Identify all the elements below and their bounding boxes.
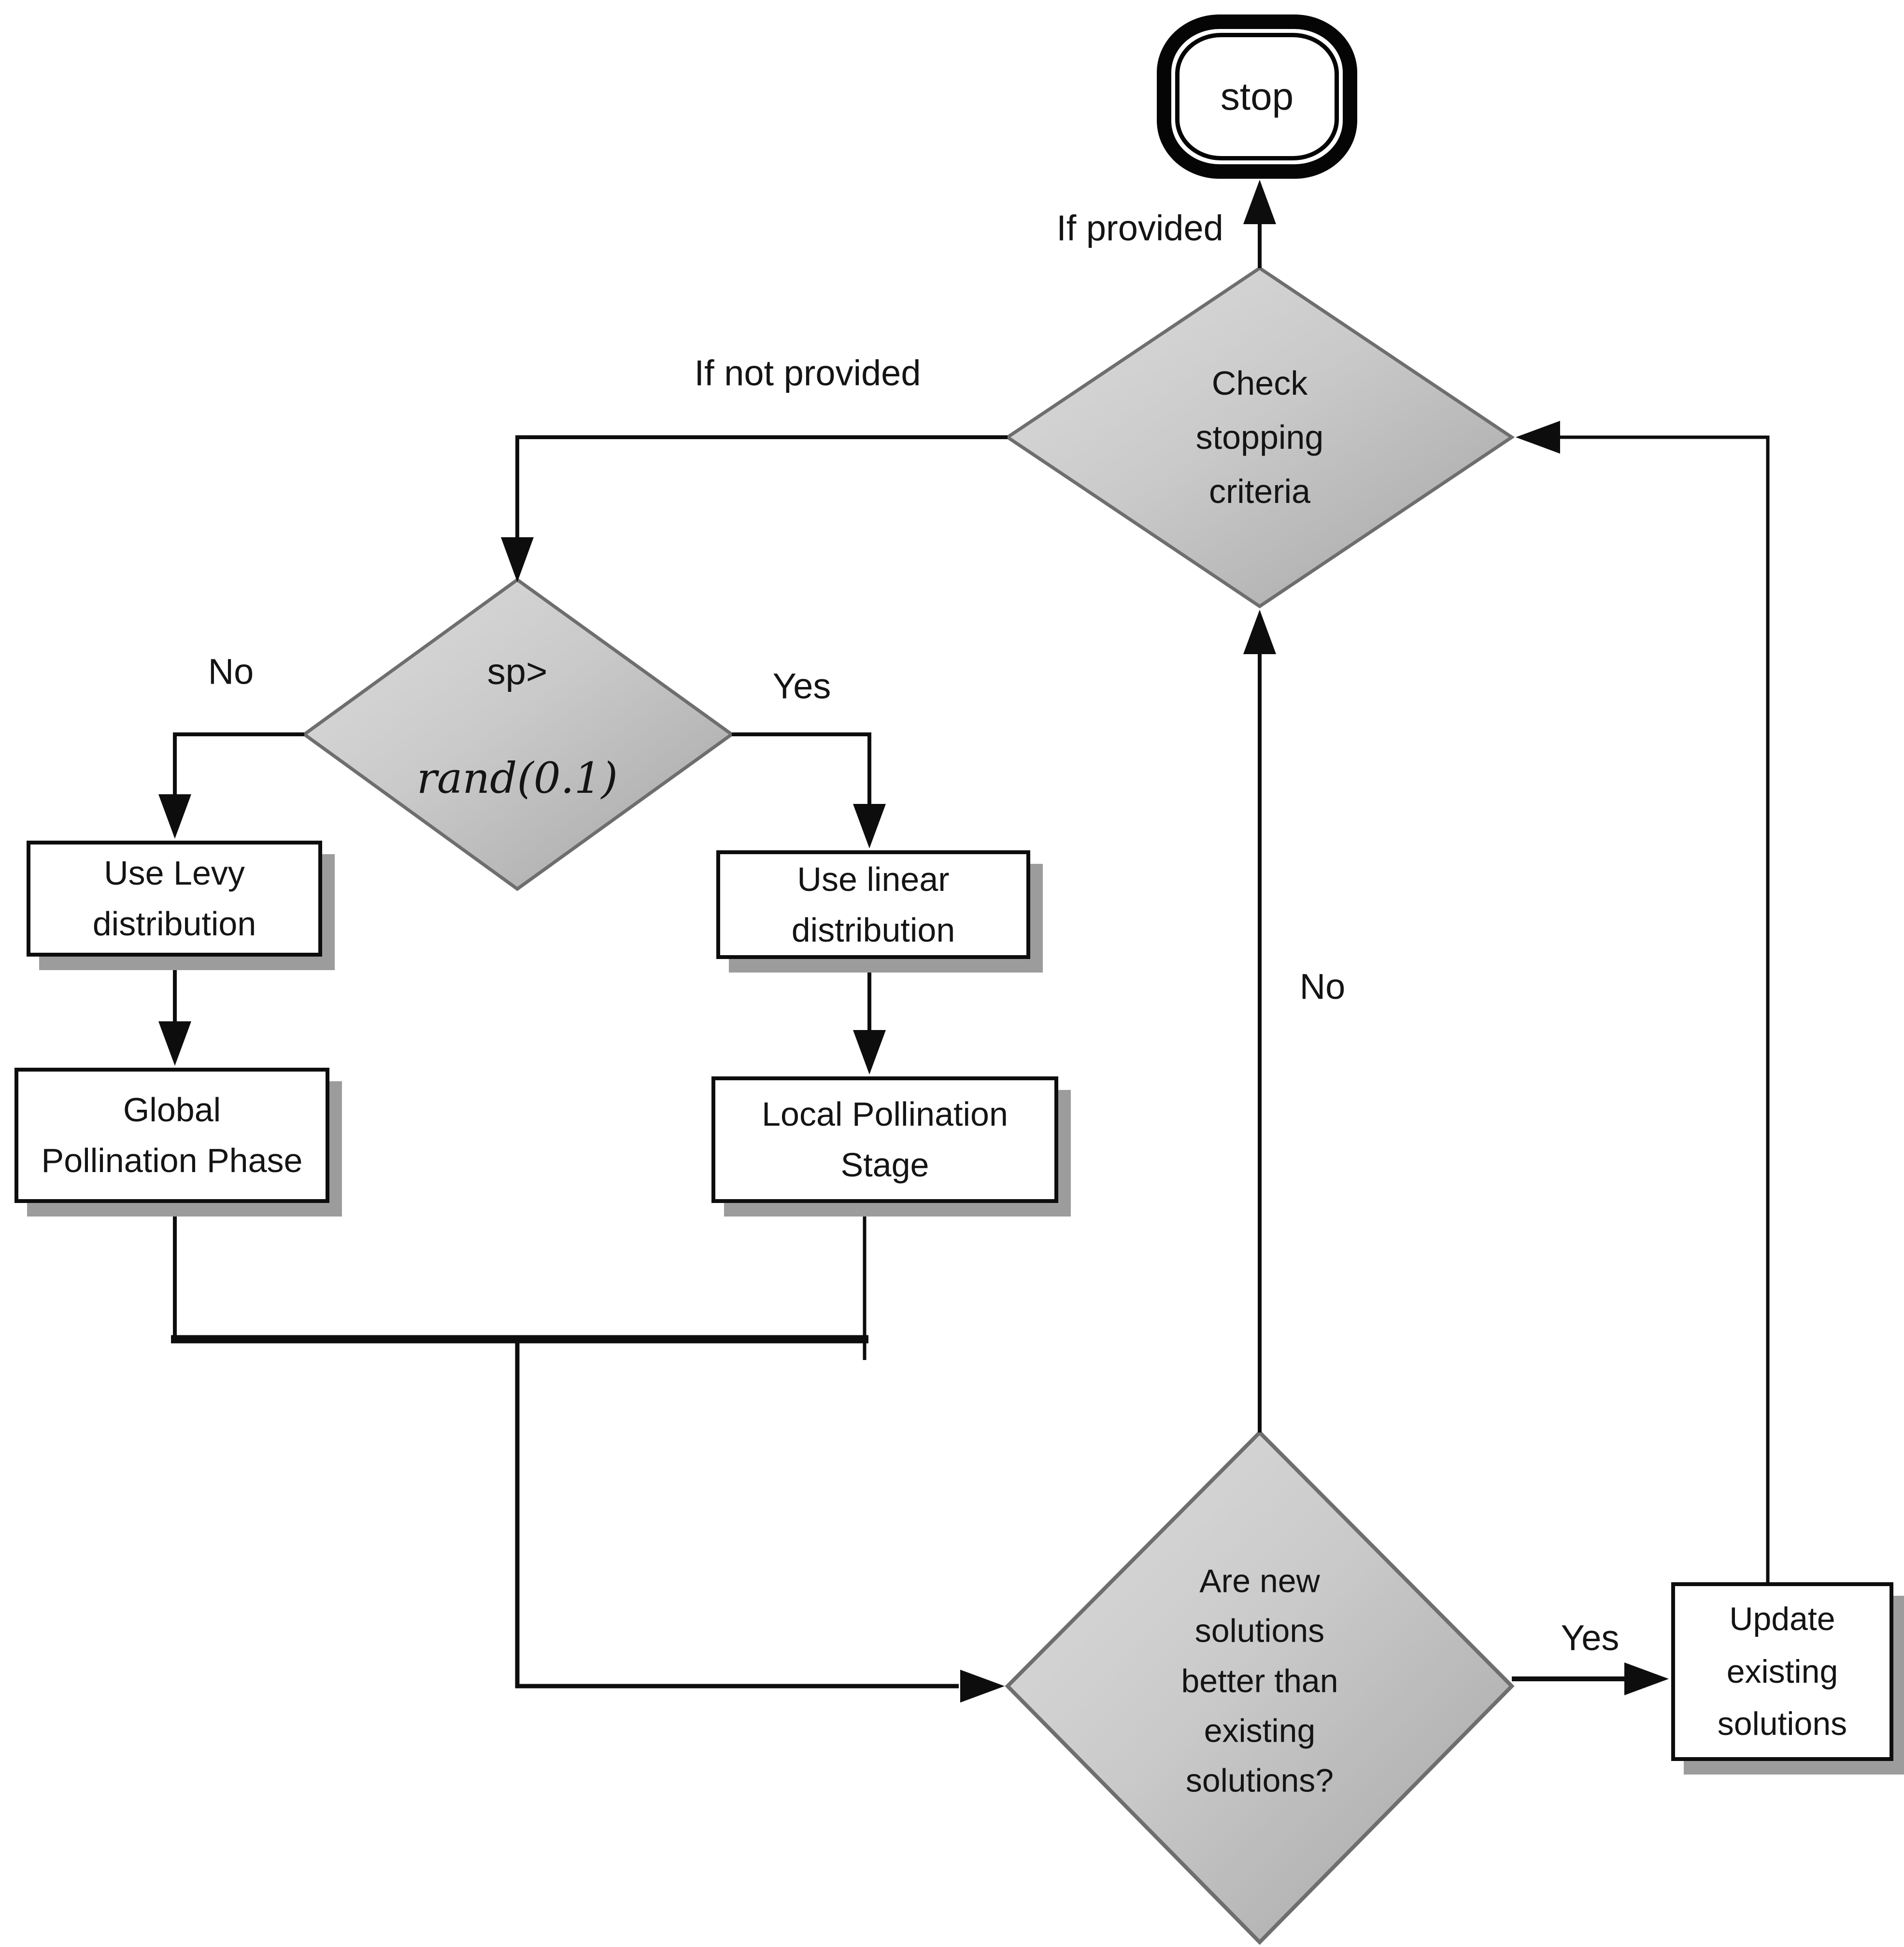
sp-rand-decision-shape <box>301 577 735 891</box>
stop-terminator-inner: stop <box>1175 33 1339 160</box>
stop-label: stop <box>1220 75 1294 118</box>
stop-terminator: stop <box>1157 14 1357 179</box>
global-pollination-phase-box: Global Pollination Phase <box>14 1068 329 1203</box>
use-linear-distribution-box: Use linear distribution <box>716 850 1030 959</box>
edge-label-no-sp: No <box>208 651 254 692</box>
update-existing-solutions-box: Update existing solutions <box>1671 1582 1893 1761</box>
edge-label-if-provided: If provided <box>1056 208 1223 248</box>
arrowheads <box>158 180 1669 1703</box>
sp-rand-condition-label: sp> rand(0.1) <box>417 596 618 858</box>
use-levy-distribution-label: Use Levy distribution <box>92 854 256 943</box>
better-solutions-decision-shape <box>1005 1430 1515 1945</box>
edge-label-yes-sp: Yes <box>772 666 831 706</box>
update-existing-solutions-label: Update existing solutions <box>1717 1600 1847 1743</box>
connector-lines <box>171 220 1770 1689</box>
edge-label-yes-update: Yes <box>1561 1618 1620 1658</box>
sp-condition-line1: sp> <box>487 651 548 692</box>
check-stopping-criteria-label: Check stopping criteria <box>1195 364 1324 510</box>
use-linear-distribution-label: Use linear distribution <box>791 860 955 949</box>
better-solutions-question-label: Are new solutions better than existing s… <box>1181 1562 1338 1800</box>
check-stopping-criteria-decision-shape <box>1004 266 1515 609</box>
use-levy-distribution-box: Use Levy distribution <box>27 841 322 957</box>
edge-label-no-loop: No <box>1299 966 1346 1007</box>
edge-label-if-not-provided: If not provided <box>694 353 921 393</box>
local-pollination-stage-label: Local Pollination Stage <box>762 1095 1008 1184</box>
sp-condition-line2: rand(0.1) <box>416 753 618 803</box>
global-pollination-phase-label: Global Pollination Phase <box>41 1091 303 1179</box>
local-pollination-stage-box: Local Pollination Stage <box>711 1076 1058 1203</box>
